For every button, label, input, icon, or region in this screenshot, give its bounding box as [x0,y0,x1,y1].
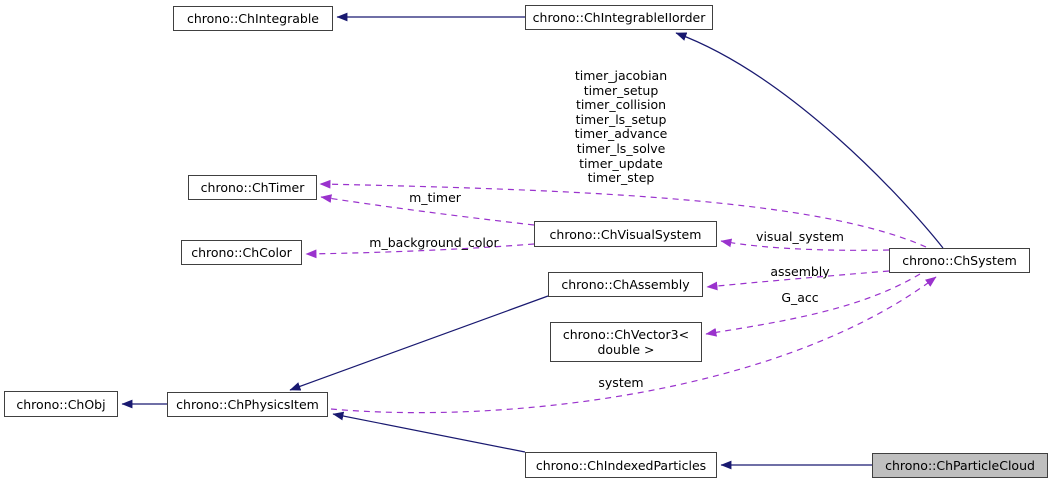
node-chparticlecloud: chrono::ChParticleCloud [872,453,1048,478]
edge-label-system: system [598,375,644,390]
node-chintegrable-iiorder[interactable]: chrono::ChIntegrableIIorder [525,5,713,30]
edge-usage-system-to-timer [319,179,927,248]
node-chintegrable[interactable]: chrono::ChIntegrable [173,6,333,31]
edge-usage-physicsitem-to-system [330,276,937,414]
node-chvector3-double[interactable]: chrono::ChVector3< double > [550,322,702,362]
edge-inherit-assembly-to-physicsitem [289,295,549,391]
edge-usage-system-to-vector3 [705,273,921,337]
edge-label-timer-update: timer_update [579,155,663,171]
edge-label-m-background-color: m_background_color [369,235,499,250]
edge-label-visual-system: visual_system [756,229,844,244]
node-chassembly[interactable]: chrono::ChAssembly [548,272,703,297]
edge-usage-system-to-assembly [706,270,890,291]
edge-label-timer-ls-solve: timer_ls_solve [576,140,666,156]
node-chtimer[interactable]: chrono::ChTimer [188,175,317,200]
node-chobj[interactable]: chrono::ChObj [4,391,118,417]
edge-label-timer-jacobian: timer_jacobian [574,68,668,83]
node-chphysicsitem[interactable]: chrono::ChPhysicsItem [167,392,328,417]
edge-usage-visualsystem-to-color [305,243,535,259]
edge-label-timer-ls-setup: timer_ls_setup [575,111,667,127]
edge-label-timer-step: timer_step [587,170,655,186]
edge-inherit-indexedparticles-to-physicsitem [332,411,526,453]
node-chvisualsystem[interactable]: chrono::ChVisualSystem [534,221,717,247]
edge-label-timer-setup: timer_setup [583,82,659,98]
edge-usage-visualsystem-to-timer [320,194,535,226]
node-chindexedparticles[interactable]: chrono::ChIndexedParticles [525,452,717,478]
edge-label-assembly: assembly [770,264,830,279]
node-chcolor[interactable]: chrono::ChColor [181,240,302,265]
edge-label-timer-collision: timer_collision [575,97,667,113]
edge-label-timer-advance: timer_advance [574,126,668,142]
edge-inherit-system-to-integrableiiorder [675,32,944,249]
edge-label-timer-members: timer_jacobian timer_setup timer_collisi… [574,68,668,186]
node-chsystem[interactable]: chrono::ChSystem [889,248,1030,273]
edge-label-m-timer: m_timer [409,190,461,205]
edge-label-g-acc: G_acc [781,290,819,305]
